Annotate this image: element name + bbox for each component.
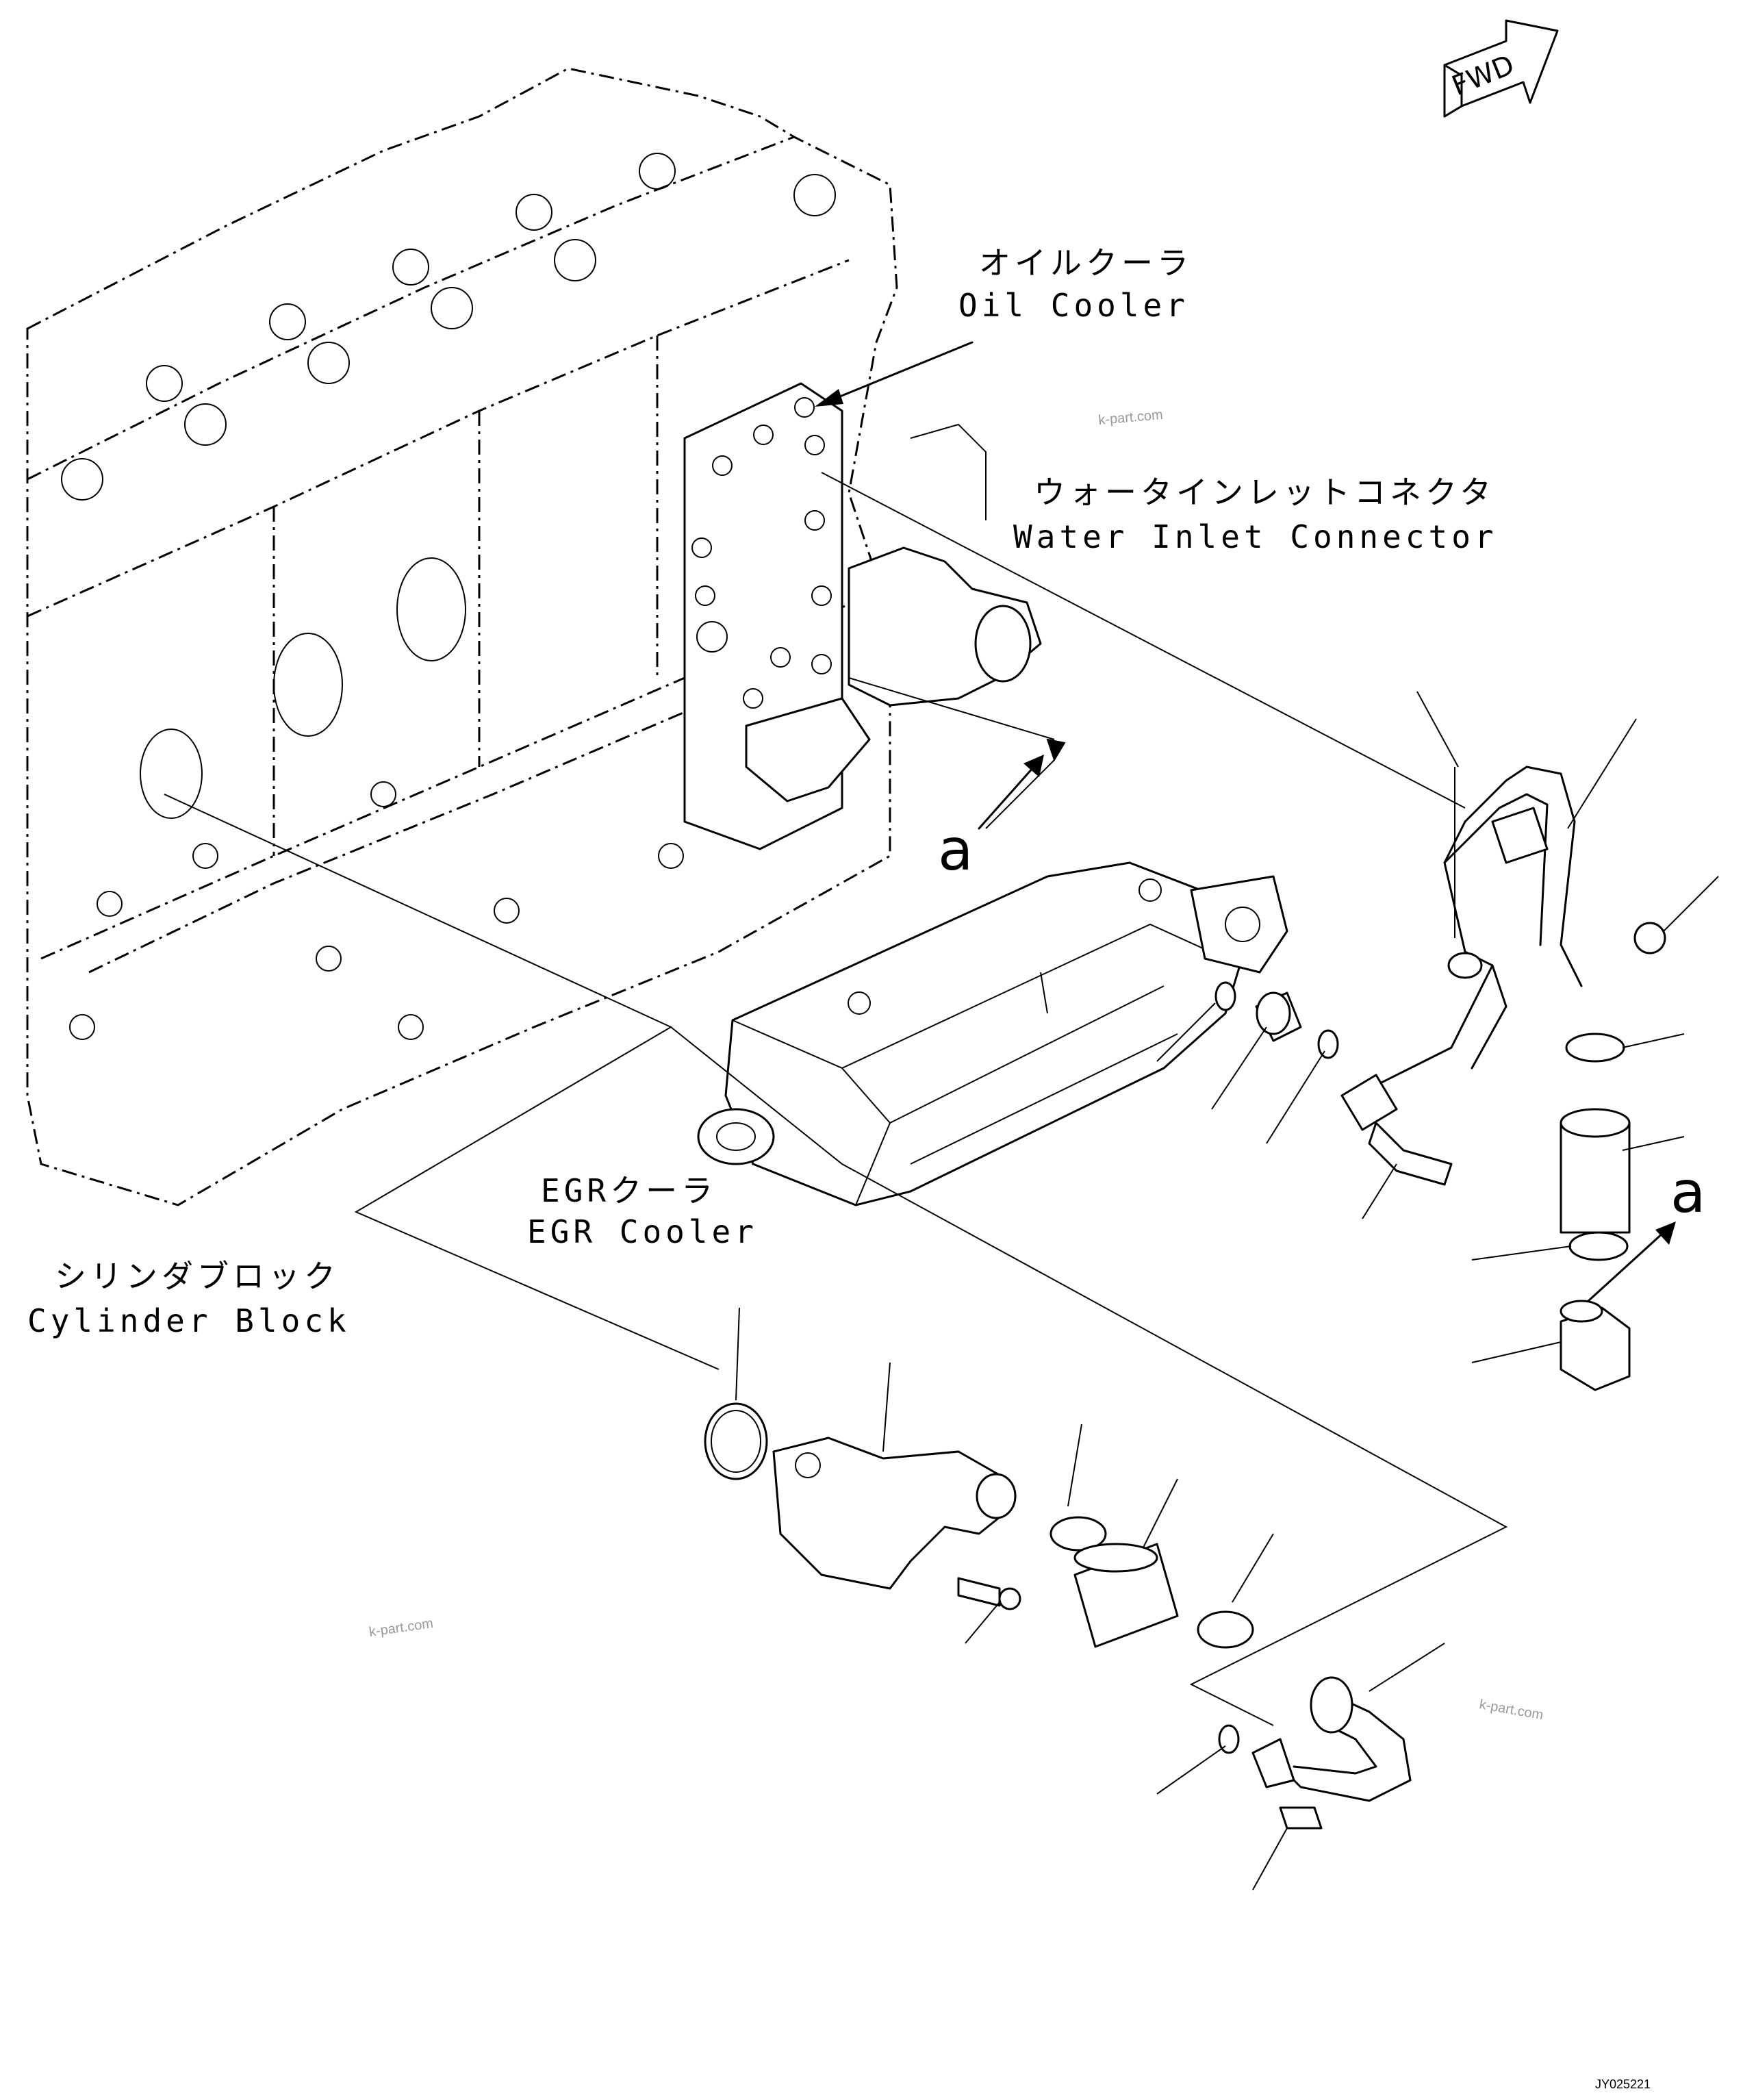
watermark: k-part.com xyxy=(368,1616,435,1640)
egr-cooler-label-en: EGR Cooler xyxy=(527,1213,758,1250)
watermark: k-part.com xyxy=(1098,407,1164,428)
hose-clamp-drawing xyxy=(1560,1033,1631,1391)
water-pipe-drawing xyxy=(1340,766,1666,1186)
oil-cooler-label-jp: オイルクーラ xyxy=(979,244,1193,281)
egr-fittings-drawing xyxy=(1214,981,1339,1059)
fwd-arrow-icon: FWD xyxy=(1443,19,1559,118)
water-inlet-label-jp: ウォータインレットコネクタ xyxy=(1034,474,1495,511)
cylinder-block-label-en: Cylinder Block xyxy=(27,1302,351,1339)
drawing-code: JY025221 xyxy=(1595,2077,1651,2091)
egr-cooler-drawing xyxy=(697,861,1288,1206)
reference-a-upper: a xyxy=(938,816,973,883)
cylinder-block-label-jp: シリンダブロック xyxy=(55,1258,340,1295)
watermark: k-part.com xyxy=(1478,1697,1544,1723)
lower-assembly-drawing xyxy=(704,1402,1412,1830)
cylinder-block-drawing xyxy=(26,67,898,1206)
reference-a-right: a xyxy=(1670,1159,1705,1226)
oil-cooler-label-en: Oil Cooler xyxy=(958,287,1189,324)
reference-arrows xyxy=(815,341,1676,1302)
egr-cooler-label-jp: EGRクーラ xyxy=(541,1172,717,1209)
oil-cooler-drawing xyxy=(683,382,1042,850)
leader-lines xyxy=(164,342,1719,1890)
labels: オイルクーラ Oil Cooler ウォータインレットコネクタ Water In… xyxy=(27,244,1705,1339)
water-inlet-label-en: Water Inlet Connector xyxy=(1013,518,1498,555)
